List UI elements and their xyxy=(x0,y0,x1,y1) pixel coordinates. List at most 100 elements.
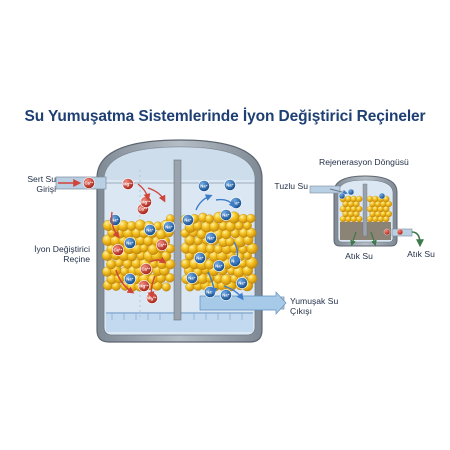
svg-text:Ca²⁺: Ca²⁺ xyxy=(139,207,148,212)
svg-text:Ca²⁺: Ca²⁺ xyxy=(114,248,123,253)
sodium-ion: Na⁺ xyxy=(220,289,232,301)
svg-text:Na⁺: Na⁺ xyxy=(184,218,192,223)
soft-water-outlet-label: Yumuşak Su Çıkışı xyxy=(290,296,360,316)
svg-text:Na⁺: Na⁺ xyxy=(238,281,246,286)
sodium-ion: Na⁺ xyxy=(236,277,248,289)
hard-water-label-line2: Girişi xyxy=(36,184,56,194)
resin-bead xyxy=(356,205,363,213)
regeneration-ions xyxy=(338,188,404,236)
resin-label-line1: İyon Değiştirici xyxy=(34,244,90,254)
resin-label-line2: Reçine xyxy=(63,254,90,264)
calcium-ion: Ca²⁺ xyxy=(140,263,152,275)
sodium-ion xyxy=(378,192,386,200)
resin-bead xyxy=(165,259,176,270)
resin-bead xyxy=(246,227,257,239)
soft-water-label-line2: Çıkışı xyxy=(290,306,312,316)
resin-bead xyxy=(220,273,232,285)
sodium-ion: Na⁺ xyxy=(194,252,206,264)
hard-water-inlet-pipe xyxy=(55,176,107,190)
svg-text:Na⁺: Na⁺ xyxy=(188,276,196,281)
svg-text:Na⁺: Na⁺ xyxy=(200,184,208,189)
svg-text:Mg²⁺: Mg²⁺ xyxy=(141,200,151,205)
svg-text:Na⁺: Na⁺ xyxy=(215,264,223,269)
resin-bead xyxy=(161,282,171,292)
svg-text:Na⁺: Na⁺ xyxy=(126,277,134,282)
waste-water-label-2: Atık Su xyxy=(407,249,435,259)
soft-water-label-line1: Yumuşak Su xyxy=(290,296,339,306)
regeneration-title: Rejenerasyon Döngüsü xyxy=(319,157,409,167)
sodium-ion: Na⁺ xyxy=(213,260,225,272)
resin-bead xyxy=(350,195,357,203)
sodium-ion: Na⁺ xyxy=(229,255,241,267)
sodium-ion: Na⁺ xyxy=(124,237,136,249)
svg-text:Na⁺: Na⁺ xyxy=(146,228,154,233)
sodium-ion: Na⁺ xyxy=(182,214,194,226)
svg-text:Ca²⁺: Ca²⁺ xyxy=(142,267,151,272)
sodium-ion: Na⁺ xyxy=(124,273,136,285)
sodium-ion: Na⁺ xyxy=(224,179,236,191)
sodium-ion xyxy=(338,192,346,200)
sodium-ion: Na⁺ xyxy=(144,224,156,236)
calcium-ion: Ca²⁺ xyxy=(83,177,95,189)
resin-bead xyxy=(126,221,137,231)
calcium-ion: Ca²⁺ xyxy=(156,239,168,251)
sodium-ion: Na⁺ xyxy=(163,221,175,233)
resin-bead xyxy=(356,215,363,223)
resin-bead xyxy=(366,195,374,203)
svg-text:Na⁺: Na⁺ xyxy=(231,259,239,264)
resin-bead xyxy=(385,200,392,208)
hard-water-label-line1: Sert Su xyxy=(27,174,56,184)
resin-bead xyxy=(353,210,360,218)
resin-bead xyxy=(245,256,258,269)
waste-water-label-1: Atık Su xyxy=(345,251,373,261)
resin-bead xyxy=(247,273,258,284)
svg-text:Na⁺: Na⁺ xyxy=(111,218,119,223)
magnesium-ion: Mg²⁺ xyxy=(140,196,152,208)
calcium-ion: Ca²⁺ xyxy=(112,244,124,256)
svg-text:Ca²⁺: Ca²⁺ xyxy=(158,243,167,248)
sodium-ion: Na⁺ xyxy=(198,180,210,192)
svg-text:Na⁺: Na⁺ xyxy=(126,241,134,246)
sodium-ion: Na⁺ xyxy=(186,272,198,284)
resin-bead xyxy=(353,200,360,208)
svg-text:Na⁺: Na⁺ xyxy=(165,225,173,230)
sodium-ion xyxy=(347,188,355,196)
svg-text:Mg²⁺: Mg²⁺ xyxy=(123,182,133,187)
resin-bead xyxy=(345,195,352,203)
resin-bead xyxy=(106,259,117,270)
svg-text:Na⁺: Na⁺ xyxy=(206,290,214,295)
resin-bead xyxy=(204,214,214,224)
diagram-title: Su Yumuşatma Sistemlerinde İyon Değiştir… xyxy=(24,108,426,125)
magnesium-ion: Mg²⁺ xyxy=(138,280,150,292)
resin-bead xyxy=(243,251,252,260)
hard-water-inlet-label: Sert Su Girişi xyxy=(14,174,56,194)
sodium-ion: Na⁺ xyxy=(205,232,217,244)
resin-bead xyxy=(383,215,390,223)
svg-text:Na⁺: Na⁺ xyxy=(222,213,230,218)
calcium-ion xyxy=(396,228,404,236)
svg-text:Na⁺: Na⁺ xyxy=(222,293,230,298)
calcium-ion xyxy=(383,228,391,236)
flow-arrows xyxy=(110,183,244,301)
brine-label: Tuzlu Su xyxy=(274,181,308,191)
ion-layer: Ca²⁺Mg²⁺Ca²⁺Mg²⁺Ca²⁺Na⁺Ca²⁺Ca²⁺Na⁺Mg²⁺Mg… xyxy=(83,177,248,304)
resin-bead xyxy=(246,213,256,223)
sodium-ion: Na⁺ xyxy=(220,209,232,221)
resin-label: İyon Değiştirici Reçine xyxy=(6,244,90,264)
resin-bead xyxy=(165,273,175,283)
svg-text:Mg²⁺: Mg²⁺ xyxy=(139,284,149,289)
svg-text:Na⁺: Na⁺ xyxy=(232,201,240,206)
resin-bead xyxy=(356,195,363,203)
resin-bead xyxy=(372,195,379,203)
resin-bead xyxy=(383,205,390,213)
svg-text:Na⁺: Na⁺ xyxy=(196,256,204,261)
magnesium-ion: Mg²⁺ xyxy=(122,178,134,190)
resin-bead xyxy=(385,210,392,218)
svg-text:Na⁺: Na⁺ xyxy=(226,183,234,188)
svg-text:Ca²⁺: Ca²⁺ xyxy=(85,181,94,186)
regeneration-tank xyxy=(309,175,424,248)
svg-text:Na⁺: Na⁺ xyxy=(207,236,215,241)
svg-text:Mg²⁺: Mg²⁺ xyxy=(147,296,157,301)
